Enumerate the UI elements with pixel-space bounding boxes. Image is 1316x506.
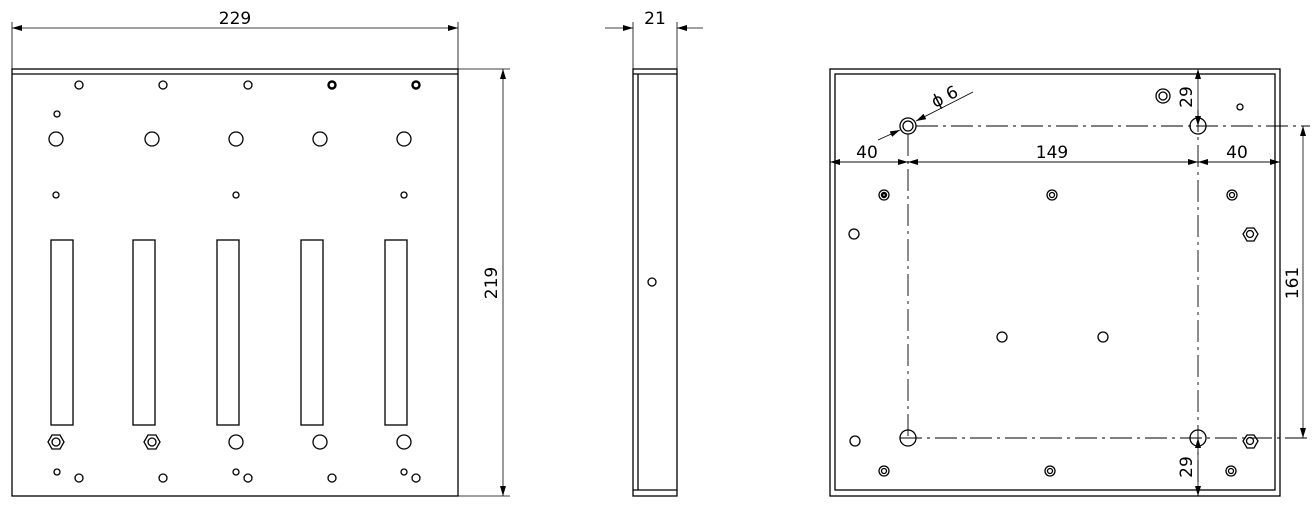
height-dimension: 219 <box>458 68 510 497</box>
back-view: 40 149 40 29 29 161 ϕ 6 <box>829 68 1310 497</box>
width-dim-label: 229 <box>219 9 251 29</box>
hole-spacing-dim-label: 149 <box>1036 143 1068 163</box>
vertical-spacing-dim-label: 161 <box>1283 267 1303 299</box>
top-offset-dim-label: 29 <box>1177 86 1197 108</box>
depth-dim-label: 21 <box>644 9 666 29</box>
bottom-offset-dim-label: 29 <box>1177 456 1197 478</box>
height-dim-label: 219 <box>482 267 502 299</box>
right-offset-dim-label: 40 <box>1226 143 1248 163</box>
width-dimension: 229 <box>11 9 459 69</box>
front-view: 229 219 <box>11 9 510 497</box>
side-view: 21 <box>605 9 703 497</box>
hole-diameter-dim-label: ϕ 6 <box>928 82 962 112</box>
left-offset-dim-label: 40 <box>856 143 878 163</box>
mounting-holes <box>47 80 421 483</box>
slots <box>50 239 408 426</box>
